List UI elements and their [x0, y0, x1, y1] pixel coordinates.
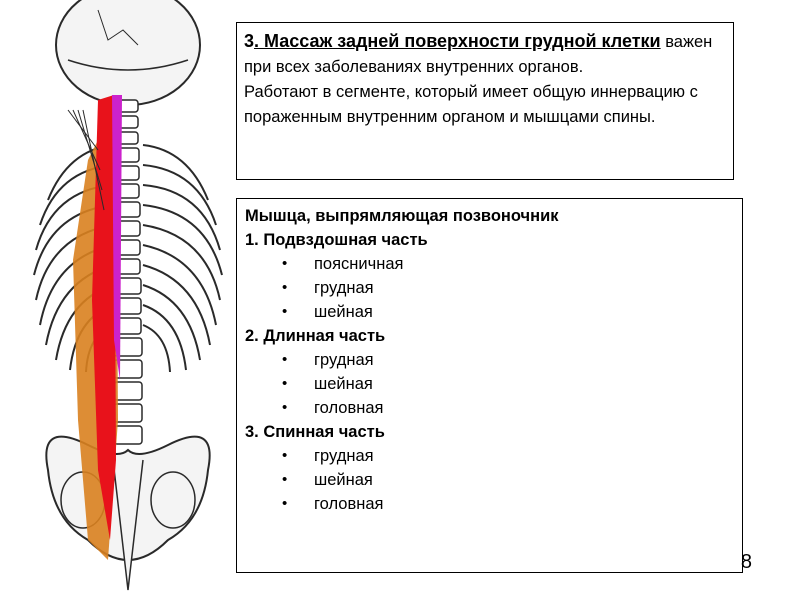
section-list: поясничная грудная шейная — [245, 252, 736, 324]
page-number: 8 — [740, 551, 752, 573]
list-item: грудная — [282, 348, 736, 372]
list-item: шейная — [282, 372, 736, 396]
muscle-box-title: Мышца, выпрямляющая позвоночник — [245, 207, 559, 225]
info-text: важен при всех заболеваниях внутренних о… — [244, 33, 713, 76]
info-title: . Массаж задней поверхности грудной клет… — [254, 31, 661, 51]
list-item: шейная — [282, 468, 736, 492]
section-list: грудная шейная головная — [245, 348, 736, 420]
info-title-number: 3 — [244, 31, 255, 51]
anatomy-back-muscles-icon — [33, 0, 223, 591]
info-box: 3. Массаж задней поверхности грудной кле… — [236, 22, 734, 180]
list-item: шейная — [282, 300, 736, 324]
section-list: грудная шейная головная — [245, 444, 736, 516]
section-heading: 2. Длинная часть — [245, 327, 386, 345]
list-item: поясничная — [282, 252, 736, 276]
section-heading: 1. Подвздошная часть — [245, 231, 428, 249]
info-paragraph-2: Работают в сегменте, который имеет общую… — [244, 83, 698, 126]
list-item: головная — [282, 396, 736, 420]
section-heading: 3. Спинная часть — [245, 423, 385, 441]
anatomy-illustration — [28, 0, 228, 600]
muscle-box: Мышца, выпрямляющая позвоночник 1. Подвз… — [236, 198, 743, 573]
list-item: грудная — [282, 444, 736, 468]
list-item: головная — [282, 492, 736, 516]
list-item: грудная — [282, 276, 736, 300]
